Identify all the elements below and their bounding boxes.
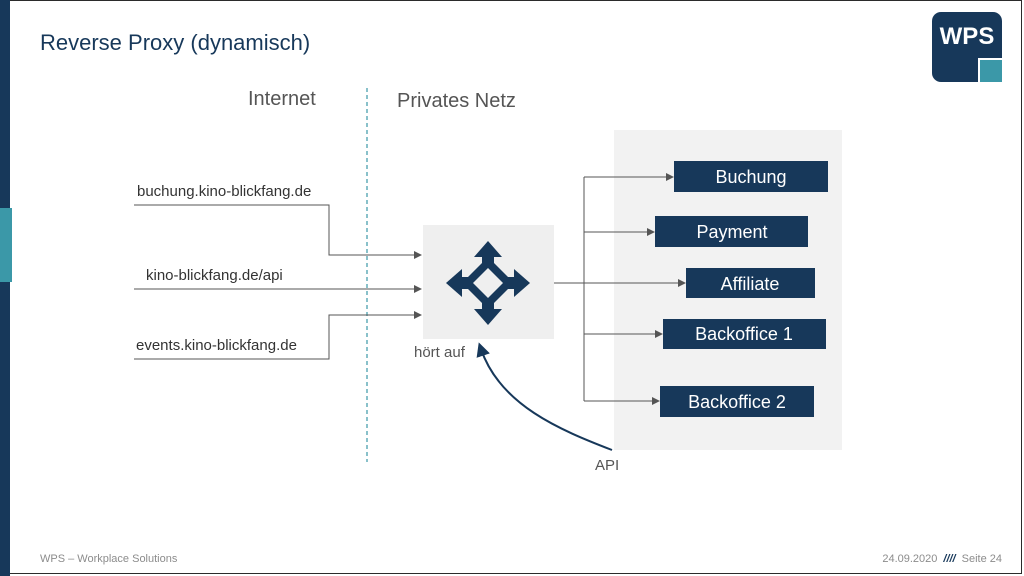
- footer-page: Seite 24: [961, 553, 1002, 565]
- footer-company: WPS – Workplace Solutions: [40, 553, 178, 565]
- service-box-backoffice-2: [660, 386, 814, 417]
- slide-title: Reverse Proxy (dynamisch): [40, 30, 311, 55]
- service-label-affiliate: Affiliate: [721, 274, 780, 294]
- left-edge-bar: [0, 0, 10, 576]
- wps-logo: WPS: [932, 12, 1002, 82]
- api-registration-arrow: [476, 342, 613, 451]
- domain-connector-buchung: [134, 204, 422, 259]
- domain-label-api: kino-blickfang.de/api: [146, 267, 283, 284]
- service-label-buchung: Buchung: [715, 167, 786, 187]
- service-label-payment: Payment: [696, 222, 767, 242]
- move-arrows-icon: [446, 241, 530, 325]
- service-box-affiliate: [686, 268, 815, 298]
- logo-text: WPS: [940, 23, 995, 50]
- service-label-backoffice-1: Backoffice 1: [695, 324, 793, 344]
- slide-frame: [10, 0, 1022, 574]
- zone-label-internet: Internet: [248, 88, 316, 110]
- domain-label-buchung: buchung.kino-blickfang.de: [137, 183, 311, 200]
- proxy-label: hört auf: [414, 344, 466, 361]
- domain-connector-events: [134, 311, 422, 360]
- domain-label-events: events.kino-blickfang.de: [136, 337, 297, 354]
- footer-separator: ////: [943, 553, 956, 565]
- service-label-backoffice-2: Backoffice 2: [688, 392, 786, 412]
- service-box-backoffice-1: [663, 319, 826, 349]
- footer-date: 24.09.2020: [882, 553, 938, 565]
- service-box-buchung: [674, 161, 828, 192]
- footer-meta: 24.09.2020 //// Seite 24: [882, 553, 1002, 565]
- api-label: API: [595, 457, 619, 474]
- zone-label-private: Privates Netz: [397, 90, 516, 112]
- service-box-payment: [655, 216, 808, 247]
- left-edge-accent: [0, 208, 12, 282]
